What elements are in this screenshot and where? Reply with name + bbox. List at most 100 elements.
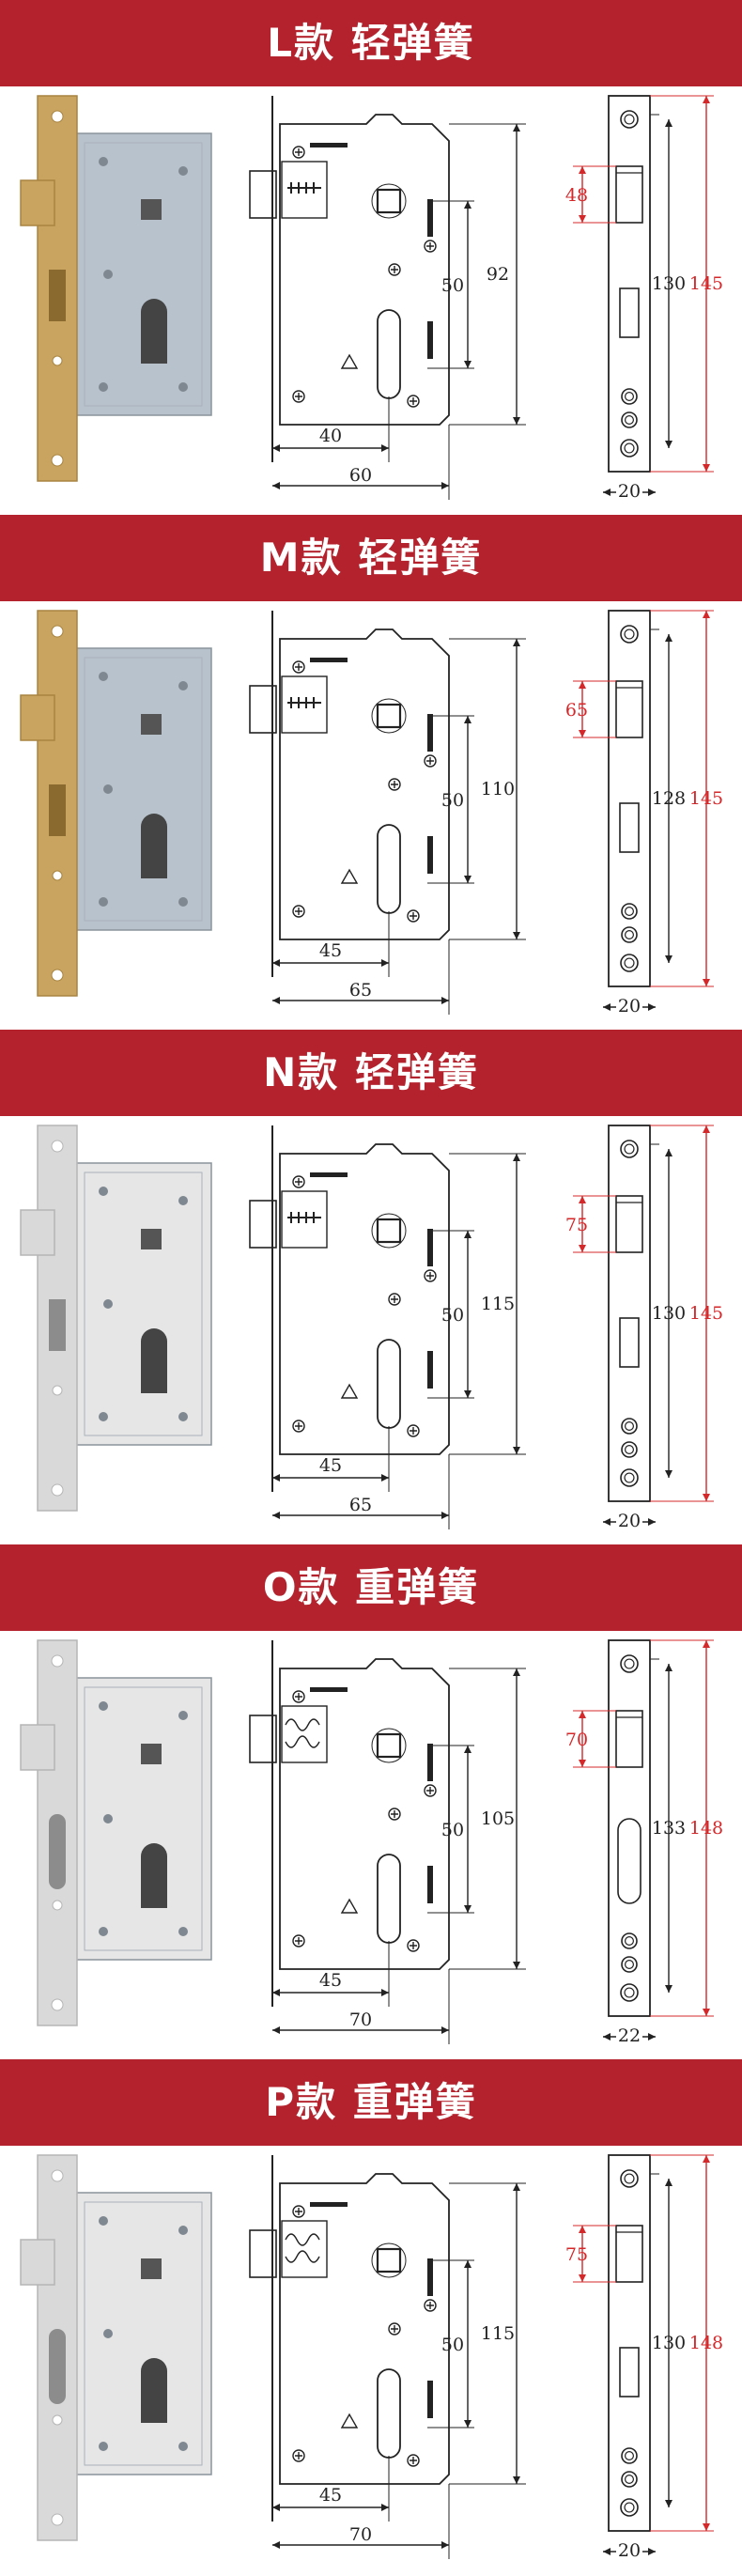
drawing-mark (427, 836, 433, 874)
strike-latch-opening (615, 1710, 643, 1768)
strike-screw-hole (624, 1421, 634, 1432)
faceplate-screw-hole (51, 1140, 64, 1153)
faceplate-screw-hole (51, 2169, 64, 2182)
screw-icon (391, 1296, 398, 1303)
cylinder-hole (141, 299, 167, 364)
cylinder-hole (141, 1843, 167, 1908)
screw-icon (410, 912, 417, 920)
drawing-spindle-ring (371, 698, 407, 734)
strike-bolt-opening (619, 2347, 640, 2398)
screw-icon (426, 2302, 434, 2309)
spindle-hole (141, 714, 162, 735)
drawing-cylinder (377, 2368, 401, 2459)
strike-latch-dimension-label: 75 (565, 1215, 588, 1235)
backset-dimension-label: 45 (319, 2485, 342, 2506)
drawing-spindle (376, 188, 402, 214)
strike-screw-hole (621, 388, 638, 405)
strike-screw-hole (624, 1936, 634, 1947)
latch-bolt (20, 1724, 55, 1771)
faceplate-screw-hole (51, 1998, 64, 2011)
backset-dimension-label: 45 (319, 1455, 342, 1476)
spindle-hole (141, 1229, 162, 1249)
screw-icon (424, 754, 437, 768)
strike-total-dimension-label: 148 (689, 2333, 723, 2353)
strike-plate-outline (608, 1639, 651, 2017)
drawing-cylinder (377, 309, 401, 399)
width-dimension-label: 65 (349, 980, 372, 1001)
drawing-mark (310, 2202, 348, 2207)
screw-icon (424, 1269, 437, 1282)
section-header: P款 重弹簧 (0, 2059, 742, 2146)
strike-screw-hole (620, 1654, 639, 1673)
strike-width-dimension-label: 20 (618, 481, 641, 502)
body-height-dimension-label: 115 (481, 2323, 515, 2344)
faceplate-screw-hole (51, 1483, 64, 1497)
bolt-slot (49, 1814, 66, 1889)
drawing-spring (287, 697, 321, 708)
faceplate-screw-hole (51, 969, 64, 982)
strike-screw-hole (624, 628, 635, 640)
faceplate (37, 95, 78, 482)
screw-icon (295, 1422, 302, 1430)
latch-bolt (20, 1209, 55, 1256)
strike-plate-outline (608, 95, 651, 473)
strike-screw-hole (624, 907, 634, 917)
strike-screw-hole (624, 392, 634, 402)
strike-screw-hole (624, 415, 634, 426)
screw-icon (407, 1939, 420, 1952)
screw-icon (388, 778, 401, 791)
lock-case-inner (84, 1172, 203, 1436)
screw-icon (295, 908, 302, 915)
lock-case-inner (84, 1686, 203, 1951)
strike-bolt-opening (617, 1818, 642, 1904)
faceplate-screw-hole (52, 2414, 63, 2426)
drawing-spindle-ring (371, 2242, 407, 2278)
latch-bolt (20, 694, 55, 741)
rivet (99, 1187, 108, 1196)
label-background (616, 1509, 642, 1529)
spacing-dimension-label: 50 (441, 1820, 464, 1840)
drawing-latch (249, 1200, 277, 1249)
spacing-dimension-label: 50 (441, 790, 464, 811)
lock-body-photo (20, 2154, 212, 2541)
rivet (178, 897, 188, 907)
faceplate-screw-hole (51, 454, 64, 467)
strike-inner-dimension-label: 128 (652, 788, 686, 809)
faceplate-screw-hole (52, 1900, 63, 1911)
drawing-mark (427, 1866, 433, 1903)
strike-screw-hole (621, 2471, 638, 2488)
drawing-mark (340, 2413, 359, 2429)
strike-screw-hole (624, 2451, 634, 2461)
strike-screw-hole (624, 1960, 634, 1970)
strike-plate-outline (608, 1125, 651, 1502)
bolt-slot (49, 270, 66, 321)
drawing-latch (249, 1715, 277, 1763)
strike-latch-opening (615, 2225, 643, 2283)
label-background (616, 994, 642, 1015)
screw-icon (391, 2325, 398, 2333)
strike-screw-hole (620, 2169, 639, 2188)
screw-icon (388, 263, 401, 276)
drawing-mark (427, 2381, 433, 2418)
screw-icon (295, 1693, 302, 1700)
spacing-dimension-label: 50 (441, 275, 464, 296)
screw-icon (295, 148, 302, 156)
rivet (99, 672, 108, 681)
strike-screw-hole (621, 1441, 638, 1458)
drawing-mark (427, 321, 433, 359)
lock-body-photo (20, 95, 212, 482)
drawing-latch-housing (281, 161, 328, 219)
screw-icon (424, 2299, 437, 2312)
drawing-latch (249, 170, 277, 219)
strike-screw-hole (624, 1445, 634, 1455)
lock-case (74, 132, 212, 416)
drawing-spindle (376, 2247, 402, 2273)
lock-case (74, 2192, 212, 2475)
rivet (178, 681, 188, 691)
